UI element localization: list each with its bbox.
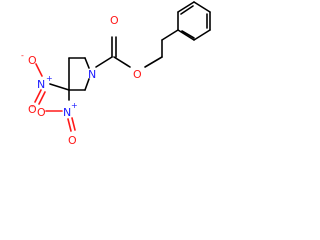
n-carbonyl-bond bbox=[95, 56, 113, 68]
nitro1-oxygen-minus-charge: - bbox=[21, 51, 24, 60]
nitro2-oxygen-label: O bbox=[68, 134, 77, 147]
ring-bond-right-top bbox=[84, 57, 90, 69]
atom-labels: N O O N + O - O N + O - O bbox=[21, 14, 142, 147]
nitro2-nitrogen-label: N bbox=[63, 106, 71, 119]
phenyl-bond-1 bbox=[161, 29, 179, 41]
phenyl-bond-3 bbox=[193, 29, 211, 41]
nitro2-n-o-double-bond-2 bbox=[67, 118, 72, 132]
phenyl-inner-1 bbox=[181, 30, 195, 39]
c-nitro1-bond bbox=[49, 83, 70, 91]
ester-ch2-bond bbox=[144, 56, 163, 68]
carbonyl-oxygen-label: O bbox=[110, 14, 119, 27]
phenyl-inner-3 bbox=[180, 5, 194, 15]
nitro2-nitrogen-charge: + bbox=[71, 101, 78, 110]
ring-nitrogen-label: N bbox=[88, 68, 96, 81]
nitro2-n-o-double-bond-1 bbox=[71, 117, 76, 131]
nitro1-n-o-double-bond-1 bbox=[34, 89, 42, 103]
nitro1-oxygen-minus-label: O bbox=[28, 54, 37, 67]
nitro1-n-o-double-bond-2 bbox=[38, 91, 46, 105]
phenyl-bond-2 bbox=[177, 29, 195, 41]
ester-oxygen-label: O bbox=[133, 68, 142, 81]
nitro1-oxygen-label: O bbox=[28, 103, 37, 116]
phenyl-bond-7 bbox=[177, 1, 195, 13]
nitro1-nitrogen-charge: + bbox=[46, 74, 53, 83]
bonds bbox=[34, 1, 211, 132]
phenyl-bond-5 bbox=[193, 1, 211, 13]
carbonyl-ester-bond bbox=[113, 56, 131, 68]
nitro2-oxygen-minus-charge: - bbox=[31, 102, 34, 111]
nitro2-oxygen-minus-label: O bbox=[37, 106, 46, 119]
chemical-structure-diagram: N O O N + O - O N + O - O bbox=[21, 1, 211, 147]
nitro1-nitrogen-label: N bbox=[37, 78, 45, 91]
nitro1-n-o-minus-bond bbox=[35, 63, 43, 77]
ring-bond-right-bottom bbox=[84, 78, 90, 91]
